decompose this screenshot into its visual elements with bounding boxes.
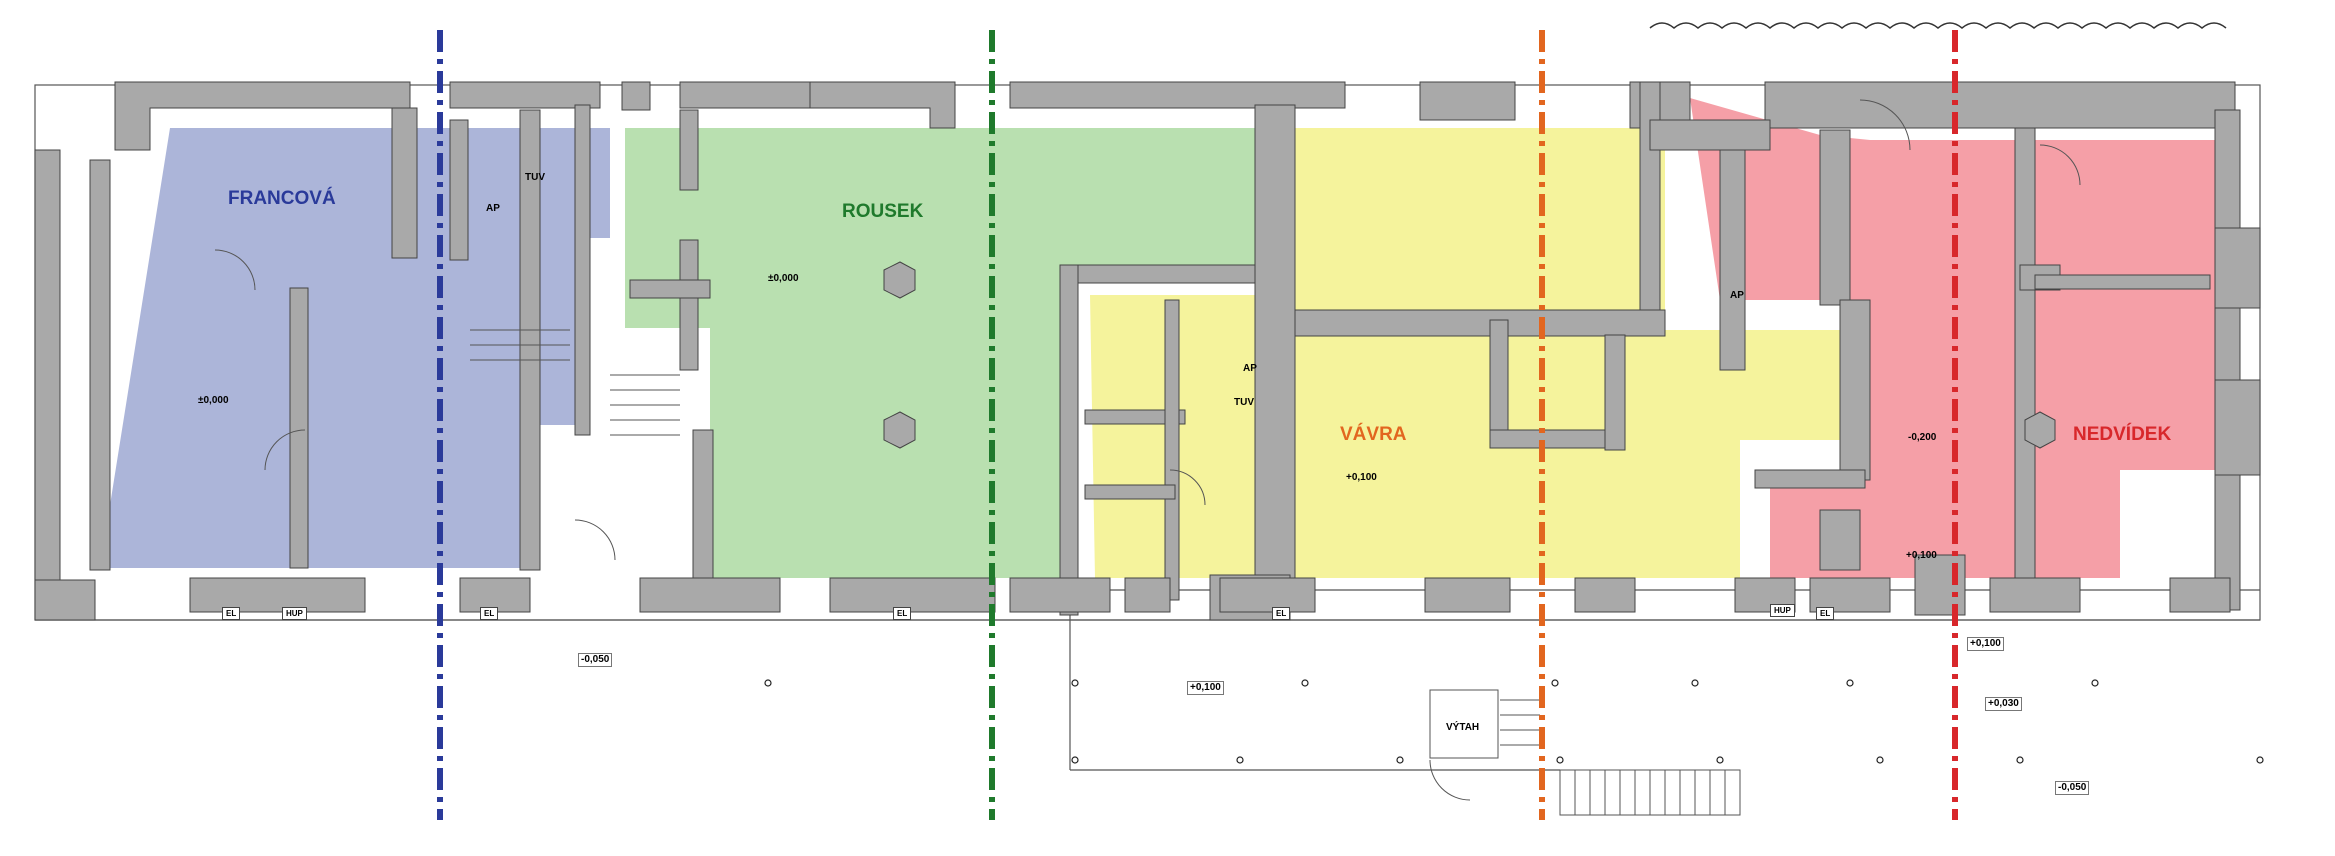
tag-hup-2: HUP [1770, 604, 1795, 617]
facade-arches [1649, 22, 2227, 29]
level-rousek: ±0,000 [768, 273, 799, 284]
owner-label-nedvidek: NEDVÍDEK [2073, 424, 2172, 445]
tag-vytah: VÝTAH [1446, 722, 1480, 733]
level-street-left: -0,050 [578, 653, 613, 667]
tag-ap-francova: AP [486, 203, 500, 214]
level-nedvidek-small: +0,100 [1906, 550, 1937, 561]
level-francova: ±0,000 [198, 395, 229, 406]
zone-francova [100, 128, 610, 568]
tag-tuv-francova: TUV [525, 172, 545, 183]
street-details [214, 99, 2081, 816]
owner-label-rousek: ROUSEK [842, 201, 924, 222]
zone-vavra-top [1295, 128, 1665, 310]
tag-tuv-vavra: TUV [1234, 397, 1254, 408]
owner-label-francova: FRANCOVÁ [228, 188, 336, 209]
street-posts [764, 679, 2264, 764]
ownership-dividers [437, 30, 1958, 820]
level-street-right-top: +0,100 [1967, 637, 2004, 651]
tag-el-1: EL [222, 607, 241, 620]
level-street-right-mid: +0,030 [1985, 697, 2022, 711]
level-nedvidek-main: -0,200 [1908, 432, 1937, 443]
tag-hup-1: HUP [282, 607, 307, 620]
level-street-mid: +0,100 [1187, 681, 1224, 695]
tag-el-5: EL [1816, 607, 1835, 620]
zone-rousek [625, 128, 1255, 578]
owner-label-vavra: VÁVRA [1340, 424, 1407, 445]
tag-el-2: EL [480, 607, 499, 620]
tag-ap-vavra: AP [1243, 363, 1257, 374]
level-vavra: +0,100 [1346, 472, 1377, 483]
tag-ap-nedvidek: AP [1730, 290, 1744, 301]
tag-el-4: EL [1272, 607, 1291, 620]
tag-el-3: EL [893, 607, 912, 620]
level-street-right-bottom: -0,050 [2055, 781, 2090, 795]
